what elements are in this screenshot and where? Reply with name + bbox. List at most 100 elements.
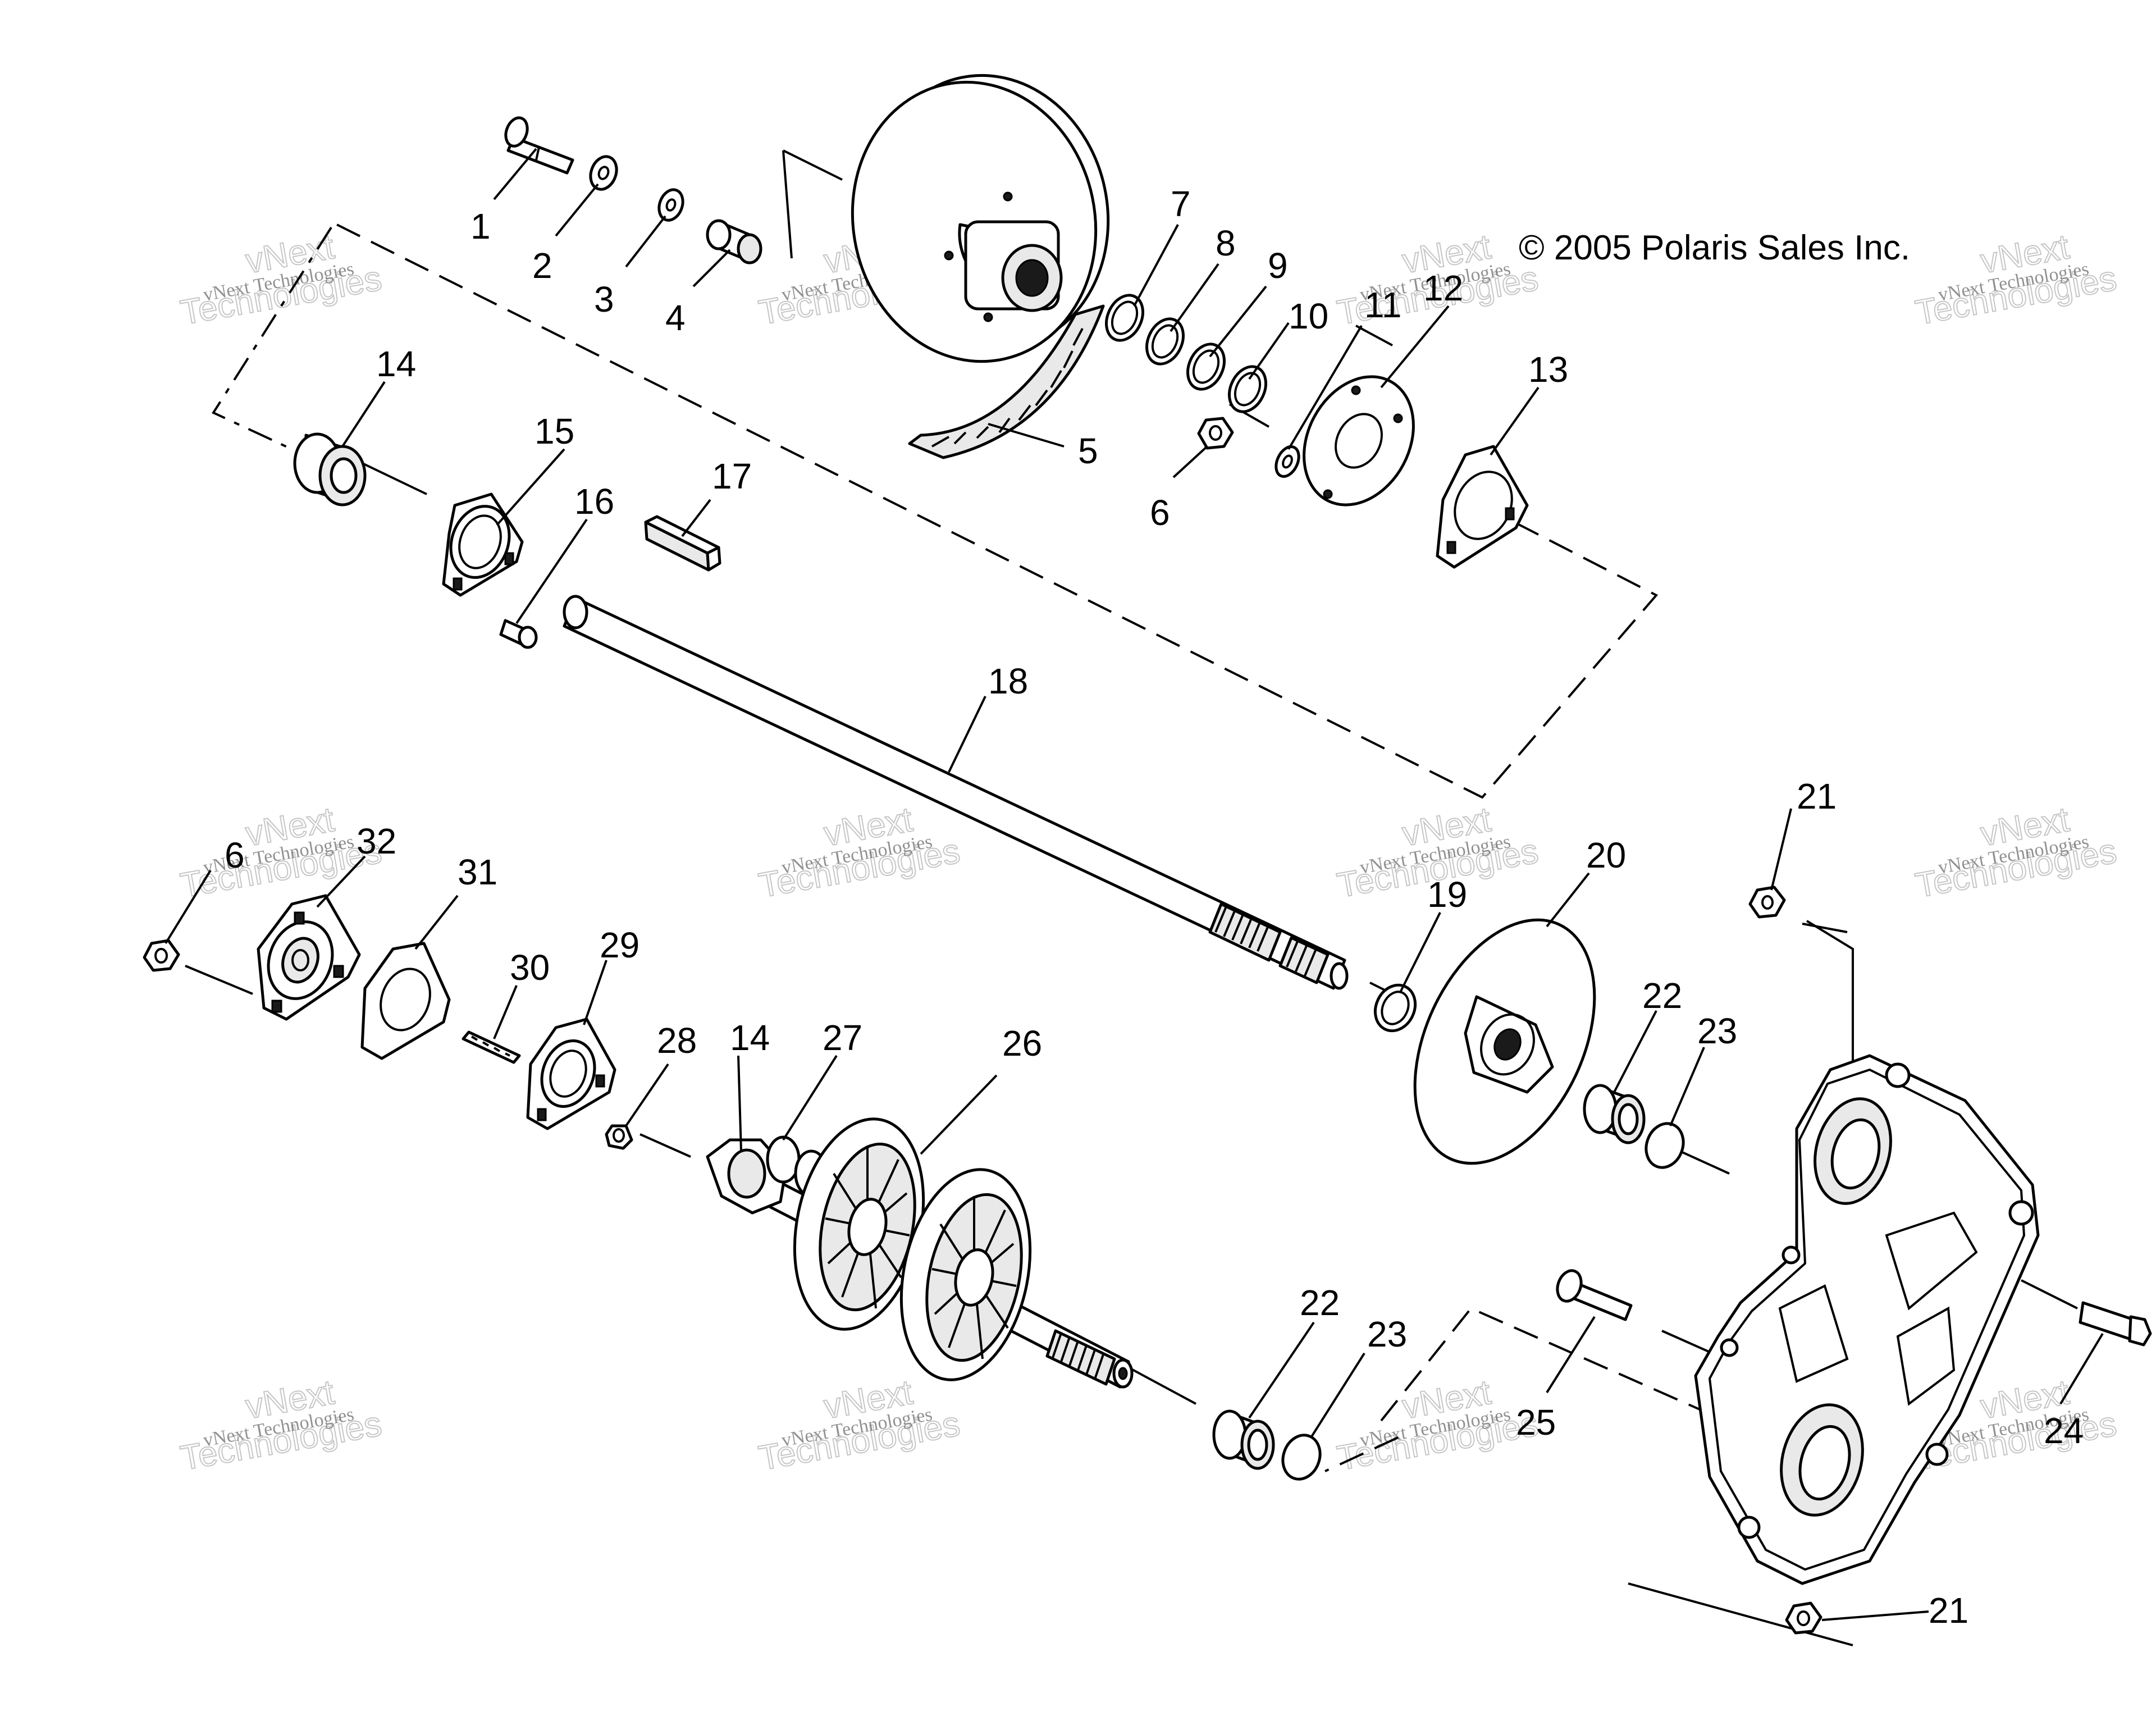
callout-8: 8 <box>1216 223 1236 263</box>
callout-12: 12 <box>1423 268 1463 308</box>
bolt <box>504 116 574 175</box>
assembly-lines <box>185 223 2078 1646</box>
axis-line <box>185 965 253 995</box>
upper-dashed-guide <box>336 223 1659 799</box>
gasket <box>360 942 451 1060</box>
axis-line <box>1122 1363 1196 1405</box>
callout-32: 32 <box>357 821 396 861</box>
watermark: vNext Technologies vNext Technologies <box>1912 227 2120 333</box>
callout-24: 24 <box>2044 1411 2084 1451</box>
callout-30: 30 <box>510 947 550 988</box>
axis-line <box>2021 1279 2078 1309</box>
shim-ring <box>1145 317 1185 366</box>
bearing-flange <box>526 1017 616 1130</box>
callout-18: 18 <box>988 661 1028 701</box>
circlip <box>1373 983 1417 1033</box>
callout-26: 26 <box>1002 1023 1042 1064</box>
spacer <box>706 219 762 264</box>
axis-line <box>1802 923 1848 933</box>
bearing-housing <box>257 894 361 1021</box>
bolt <box>1556 1269 1633 1321</box>
callout-22-lower: 22 <box>1300 1283 1340 1323</box>
callout-leaders <box>165 148 2104 1621</box>
pin <box>462 1030 521 1064</box>
callout-21-bottom: 21 <box>1929 1590 1968 1631</box>
callout-16: 16 <box>574 481 614 522</box>
axis-line <box>1355 325 1393 346</box>
shim-ring <box>1186 343 1226 391</box>
washer <box>589 155 618 191</box>
callout-19: 19 <box>1427 874 1467 915</box>
callout-20: 20 <box>1586 835 1626 875</box>
axis-line <box>640 1133 691 1158</box>
callout-25: 25 <box>1516 1402 1556 1443</box>
callout-31: 31 <box>458 852 497 892</box>
axis-line <box>1661 1330 1713 1354</box>
callout-3: 3 <box>594 279 614 320</box>
bolt <box>605 1124 633 1150</box>
nut <box>1197 417 1234 450</box>
callout-10: 10 <box>1289 296 1328 336</box>
callout-7: 7 <box>1171 184 1191 224</box>
lower-left-guide <box>1324 1436 1399 1472</box>
callout-22-upper: 22 <box>1642 975 1682 1016</box>
bolt <box>499 619 538 649</box>
callout-15: 15 <box>535 411 574 451</box>
callout-14-upper: 14 <box>376 344 416 384</box>
retainer-plate <box>1303 375 1415 506</box>
cap <box>1281 1434 1322 1481</box>
bearing <box>293 432 367 506</box>
callout-2: 2 <box>532 245 552 286</box>
washer <box>657 188 684 222</box>
callout-9: 9 <box>1268 245 1288 286</box>
shim-ring <box>1105 294 1144 342</box>
watermark: vNext Technologies vNext Technologies <box>1912 800 2120 906</box>
brake-disc <box>1413 918 1596 1165</box>
watermark: vNext Technologies vNext Technologies <box>177 1372 385 1478</box>
callout-21-top: 21 <box>1797 776 1837 816</box>
callout-17: 17 <box>712 456 752 496</box>
callout-13: 13 <box>1528 349 1568 390</box>
track-sprocket <box>899 1168 1032 1381</box>
drive-chain <box>908 304 1105 459</box>
nut <box>1785 1601 1822 1635</box>
seal <box>1212 1409 1275 1470</box>
lower-dashed-guide <box>1380 1307 1713 1422</box>
callout-11: 11 <box>1364 285 1401 325</box>
watermark: vNext Technologies vNext Technologies <box>1333 1372 1541 1478</box>
key <box>644 515 721 572</box>
watermark: vNext Technologies vNext Technologies <box>177 227 385 333</box>
callout-27: 27 <box>823 1017 862 1058</box>
callout-29: 29 <box>600 925 640 965</box>
chaincase-housing <box>1694 1054 2040 1585</box>
callout-14-lower: 14 <box>730 1017 770 1058</box>
cap <box>1645 1122 1685 1169</box>
callout-1: 1 <box>471 206 491 247</box>
callout-23-lower: 23 <box>1367 1314 1407 1354</box>
upper-bracket-left <box>212 226 332 450</box>
callout-labels: 1 2 3 4 5 6 7 8 9 10 11 12 13 14 15 16 1… <box>225 184 2084 1631</box>
bearing-flange <box>1436 445 1529 569</box>
watermark: vNext Technologies vNext Technologies <box>755 1372 963 1478</box>
driven-sprocket <box>782 74 1110 363</box>
axis-line <box>1628 1582 1853 1646</box>
seal <box>1583 1084 1646 1144</box>
callout-23-upper: 23 <box>1697 1011 1737 1051</box>
callout-4: 4 <box>665 298 686 338</box>
nut <box>143 939 180 972</box>
track-sprocket <box>793 1117 925 1331</box>
drive-shaft <box>563 595 1349 990</box>
callout-28: 28 <box>657 1020 697 1061</box>
bolt <box>2079 1301 2152 1347</box>
callout-6-upper: 6 <box>1150 492 1170 533</box>
copyright-notice: © 2005 Polaris Sales Inc. <box>1519 229 1910 267</box>
callout-6-lower: 6 <box>225 835 245 875</box>
shim-ring <box>1228 365 1267 413</box>
axis-line <box>356 459 427 495</box>
watermark: vNext Technologies vNext Technologies <box>177 800 385 906</box>
nut <box>1748 886 1786 919</box>
watermark: vNext Technologies vNext Technologies <box>755 800 963 906</box>
callout-5: 5 <box>1078 431 1098 471</box>
washer <box>1275 445 1300 478</box>
